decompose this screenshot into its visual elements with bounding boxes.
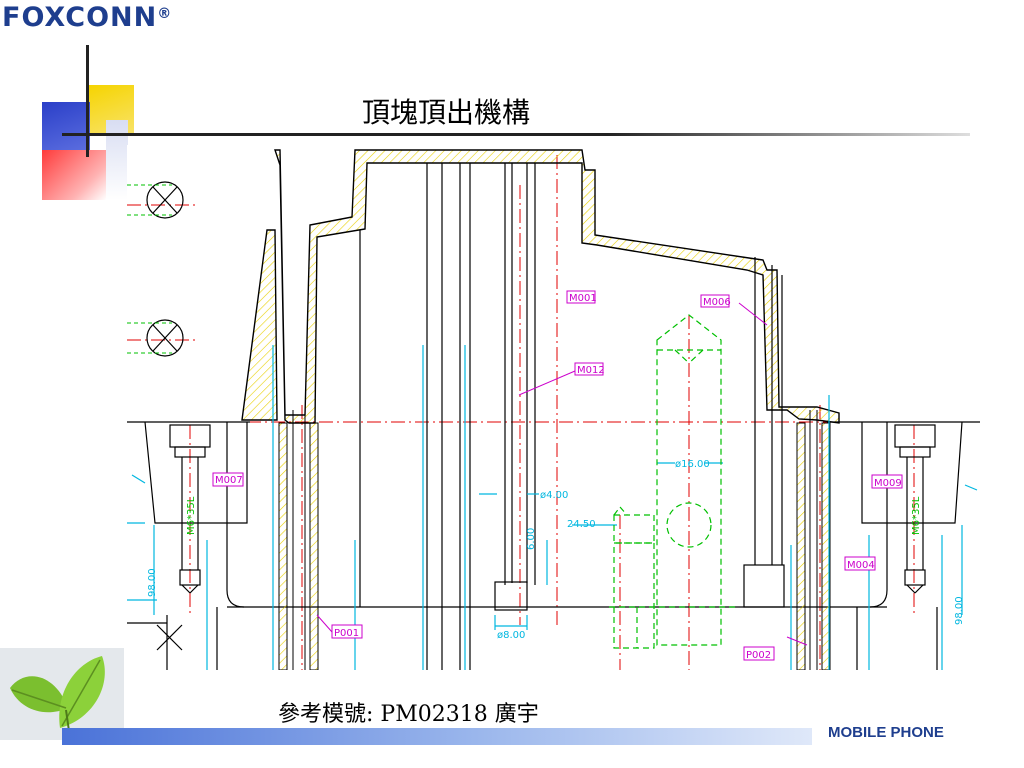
leaf-svg — [0, 648, 124, 740]
dim-dia-4: ø4.00 — [540, 490, 568, 501]
label-screw-left: M6*35L — [186, 496, 197, 535]
label-p001: P001 — [334, 628, 359, 639]
title-rule — [62, 133, 970, 136]
reference-mold-number: 參考模號: PM02318 廣宇 — [278, 702, 539, 727]
label-m009: M009 — [874, 478, 902, 489]
dim-6: 6.00 — [526, 528, 537, 550]
dim-98-right: 98.00 — [954, 596, 965, 625]
cad-svg: M001 M012 M006 M007 M009 M004 P001 P002 … — [127, 145, 980, 670]
decor-blue-square — [42, 102, 90, 152]
slide-title: 頂塊頂出機構 — [362, 96, 531, 129]
decor-light-square — [106, 120, 128, 200]
dim-dia-8: ø8.00 — [497, 630, 525, 641]
product-shell — [241, 149, 840, 424]
dim-24-5: 24.50 — [567, 519, 596, 530]
dim-dia-16: ø16.00 — [675, 459, 710, 470]
left-bolt — [169, 424, 211, 594]
foxconn-logo: FOXCONN® — [2, 2, 173, 33]
label-m006: M006 — [703, 297, 731, 308]
dim-98-left: 98.00 — [147, 568, 158, 597]
decor-red-square — [42, 150, 106, 200]
ejector-block-outline — [609, 314, 737, 649]
mold-cad-drawing: M001 M012 M006 M007 M009 M004 P001 P002 … — [127, 145, 980, 670]
label-p002: P002 — [746, 650, 771, 661]
brand-label: MOBILE PHONE — [828, 724, 944, 741]
decor-vertical-line — [86, 45, 89, 157]
right-bolt — [894, 424, 936, 594]
label-screw-right: M6*35L — [911, 496, 922, 535]
label-m001: M001 — [569, 293, 597, 304]
footer-gradient-bar — [62, 728, 812, 745]
label-m007: M007 — [215, 475, 243, 486]
label-m012: M012 — [577, 365, 605, 376]
leaf-image — [0, 648, 124, 740]
label-m004: M004 — [847, 560, 875, 571]
